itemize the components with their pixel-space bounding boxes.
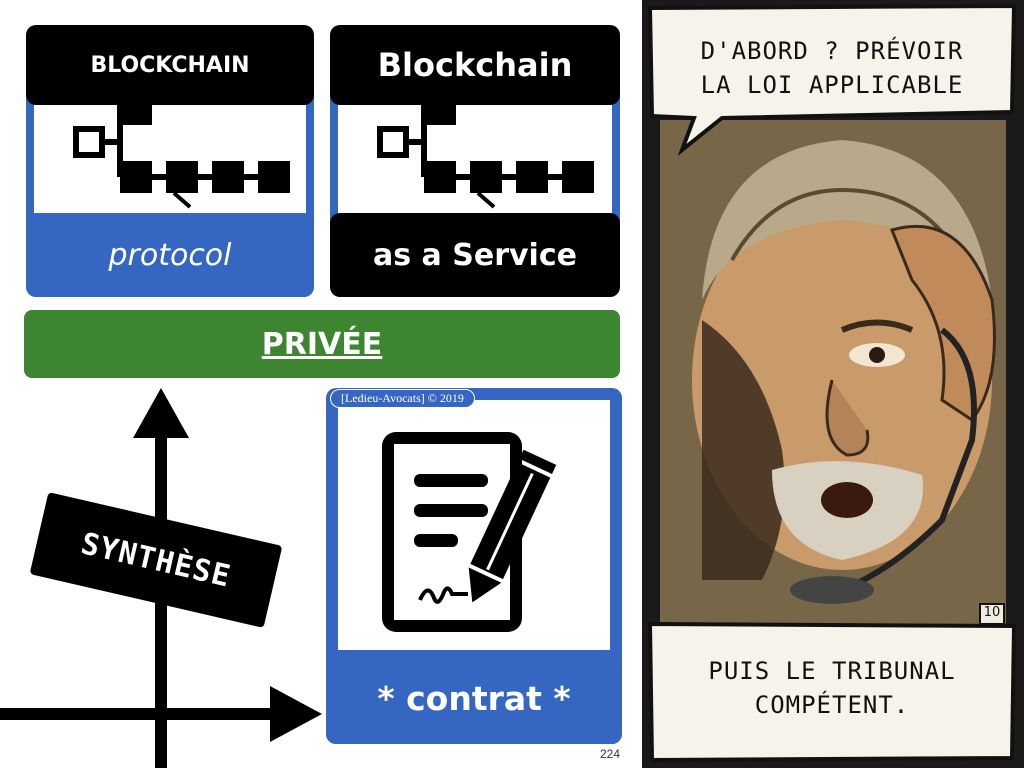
contract-signature-icon [382,432,557,632]
card-footer: protocol [26,213,314,297]
blockchain-icon [73,93,290,209]
bottom-speech-bubble: PUIS LE TRIBUNAL COMPÉTENT. [652,654,1012,722]
blockchain-icon [377,93,594,209]
comic-panel: D'ABORD ? PRÉVOIR LA LOI APPLICABLE PUIS… [642,0,1024,768]
top-speech-bubble: D'ABORD ? PRÉVOIR LA LOI APPLICABLE [652,34,1012,102]
blockchain-as-a-service-card: Blockchain as a Service [330,25,620,297]
bubble-line: COMPÉTENT. [754,691,910,719]
blockchain-protocol-card: BLOCKCHAIN protocol [26,25,314,297]
horizontal-arrow [0,686,322,742]
card-footer: as a Service [330,213,620,297]
comic-illustration [642,0,1024,768]
page-number: 224 [600,747,621,761]
bubble-line: D'ABORD ? PRÉVOIR [700,37,964,65]
card-title: Blockchain [330,25,620,105]
contract-icon-area [338,400,610,650]
contract-card: * contrat * [326,388,622,744]
copyright-badge: [Ledieu-Avocats] © 2019 [330,389,475,408]
card-title: BLOCKCHAIN [26,25,314,105]
bubble-line: LA LOI APPLICABLE [700,71,964,99]
panel-number: 10 [983,605,1001,620]
contract-label: * contrat * [326,652,622,744]
bubble-line: PUIS LE TRIBUNAL [708,657,956,685]
privee-banner: PRIVÉE [24,310,620,378]
